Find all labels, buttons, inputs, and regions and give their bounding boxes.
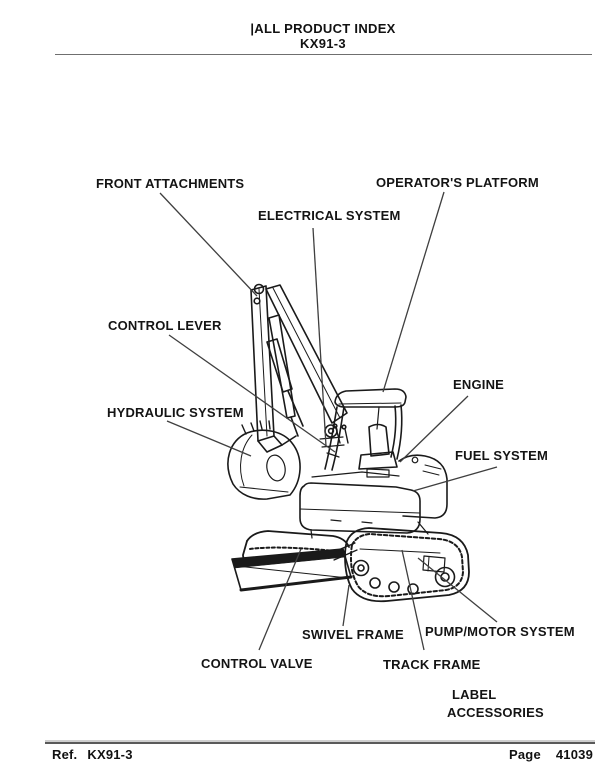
footer-ref-value: KX91-3 [87,747,133,762]
header-title-line1: |ALL PRODUCT INDEX [250,21,396,36]
track-left [246,530,350,548]
engine-hood [398,454,448,519]
footer-page-label: Page [509,747,541,762]
leader-line-electrical-system [312,227,327,447]
leader-lines [159,191,498,651]
leader-line-track-frame [401,549,425,651]
header-title-line2: KX91-3 [300,36,346,51]
leader-line-control-lever [168,334,336,453]
callout-control-valve: CONTROL VALVE [201,656,313,671]
leader-line-front-attachments [159,192,258,297]
callout-track-frame: TRACK FRAME [383,657,481,672]
leader-line-hydraulic-system [166,420,252,457]
callout-fuel-system: FUEL SYSTEM [455,448,548,463]
callout-hydraulic-system: HYDRAULIC SYSTEM [107,405,244,420]
leader-line-engine [399,395,469,463]
footer-ref-label: Ref. [52,747,78,762]
leader-line-operators-platform [382,191,445,393]
callout-front-attachments: FRONT ATTACHMENTS [96,176,245,191]
callout-label-accessories-line1: LABEL [452,687,497,702]
callout-operators-platform: OPERATOR'S PLATFORM [376,175,539,190]
callout-engine: ENGINE [453,377,505,392]
boom [265,284,348,424]
page-header: |ALL PRODUCT INDEX KX91-3 [250,21,395,51]
seat [368,423,390,457]
callout-electrical-system: ELECTRICAL SYSTEM [258,208,401,223]
footer-page-number: Page 41039 [509,747,593,762]
swivel-frame-body [299,482,421,534]
footer-reference: Ref. KX91-3 [52,747,133,762]
bucket-cylinder [268,314,296,419]
leader-line-control-valve [258,548,302,651]
canopy-roof [334,388,407,408]
header-rule [55,54,592,55]
callout-pump-motor-system: PUMP/MOTOR SYSTEM [425,624,575,639]
leader-line-fuel-system [412,466,498,492]
bucket [227,429,301,500]
callout-label-accessories-line2: ACCESSORIES [447,705,544,720]
footer-page-value: 41039 [555,747,594,762]
arm [250,285,275,442]
callout-swivel-frame: SWIVEL FRAME [302,627,404,642]
leader-line-swivel-frame [342,584,350,627]
footer-rule [45,742,595,744]
callout-control-lever: CONTROL LEVER [108,318,222,333]
excavator-drawing [227,283,470,603]
leader-line-pump-motor-system [417,557,498,623]
travel-motor [422,555,446,573]
